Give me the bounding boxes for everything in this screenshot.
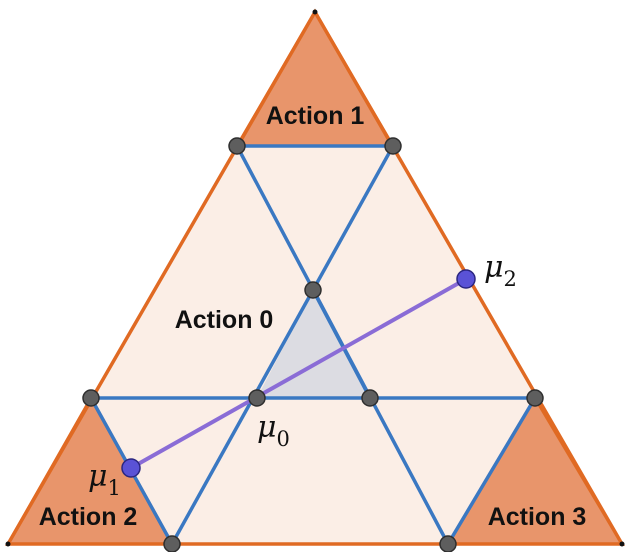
vertex-center-top [304,281,322,299]
simplex-corner-top [312,9,318,15]
action-2-label: Action 2 [39,503,138,531]
partition-line-short [311,289,372,399]
action-0-label: Action 0 [175,306,274,334]
vertex-top-right [384,137,402,155]
mu1-subscript: 1 [108,476,121,500]
mu2-symbol: μ [484,250,504,285]
simplex-interior [8,12,622,544]
mu1-symbol: μ [88,459,108,494]
action-1-label: Action 1 [266,102,365,130]
vertex-center-right [361,389,379,407]
mu0-label: μ0 [257,410,290,451]
simplex-corners [5,9,625,547]
center-triangle [257,290,370,398]
mu2-subscript: 2 [504,267,517,291]
mu2-point [456,269,476,289]
partition-line-right-corner [446,397,537,545]
simplex-corner-left [5,541,11,547]
grid-vertices [82,137,544,552]
vertex-right [526,389,544,407]
vertex-bottom-right [439,535,457,552]
action-3-label: Action 3 [488,503,587,531]
belief-segment [130,277,467,470]
mu1-point [121,458,141,478]
vertex-bottom-left [163,535,181,552]
mu2-label: μ2 [484,250,517,291]
mu1-label: μ1 [88,459,121,500]
mu0-subscript: 0 [277,427,290,451]
partition-line-right [170,145,395,545]
simplex-corner-right [619,541,625,547]
mu0-symbol: μ [257,410,277,445]
vertex-center-left [248,389,266,407]
vertex-left [82,389,100,407]
vertex-top-left [228,137,246,155]
